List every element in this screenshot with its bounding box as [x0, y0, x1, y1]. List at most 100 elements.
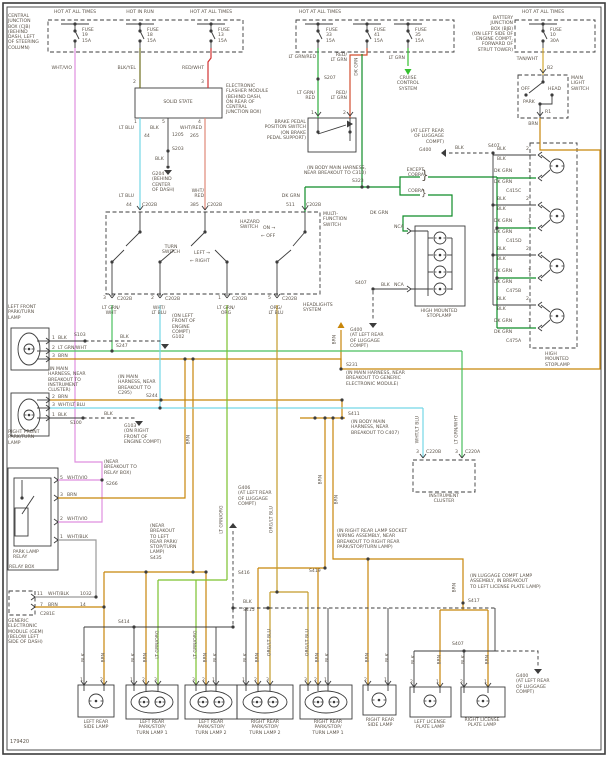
diagram-label: S103	[74, 333, 86, 338]
junction-dot	[183, 357, 187, 361]
diagram-label: LT GRN/WHT	[454, 415, 460, 445]
wire-blk	[540, 254, 551, 263]
diagram-label: 7	[40, 603, 43, 608]
junction-dot	[138, 22, 142, 26]
main-light-switch-label: MAIN LIGHT SWITCH	[571, 76, 590, 92]
diagram-label: WHT/VIO	[67, 517, 88, 522]
diagram-label: BLK	[497, 147, 506, 152]
connector-icon	[254, 680, 259, 686]
connector-icon	[192, 680, 197, 686]
diagram-label: BRN	[67, 493, 77, 498]
wire-blk	[540, 319, 551, 329]
diagram-label: PARK	[523, 100, 535, 105]
connector-icon	[130, 680, 135, 686]
connector-icon	[215, 680, 220, 686]
diagram-label: LEFT →	[194, 251, 211, 256]
diagram-label: WHT/BLK	[48, 592, 70, 597]
connector-icon	[45, 355, 51, 360]
right-rear-pst2-label: RIGHT REAR PARK/STOP/ TURN LAMP 2	[249, 720, 281, 736]
connector-icon	[542, 68, 547, 74]
connector-icon	[537, 177, 543, 182]
connector-icon	[537, 174, 543, 179]
junction-dot	[83, 339, 87, 343]
diagram-label: NCA	[394, 225, 404, 230]
junction-dot	[406, 22, 410, 26]
bulb-filament	[201, 700, 205, 704]
wire-vio	[58, 480, 103, 523]
diagram-label: C202B	[117, 297, 133, 302]
diagram-label: 2	[526, 147, 529, 152]
diagram-label: 1	[384, 678, 387, 683]
connector-icon	[195, 680, 200, 686]
bulb-filament	[271, 700, 275, 704]
diagram-label: (IN LUGGAGE COMPT LAMP ASSEMBLY, IN BREA…	[470, 574, 541, 590]
connector-icon	[154, 680, 159, 686]
connector-icon	[30, 606, 36, 611]
junction-dot	[275, 590, 279, 594]
left-rear-pst1-box	[125, 684, 179, 720]
diagram-label: 1	[528, 219, 531, 224]
connector-icon	[439, 682, 444, 688]
diagram-label: LT GRN	[388, 56, 405, 61]
diagram-label: 1	[134, 120, 137, 125]
diagram-label: 511	[286, 203, 295, 208]
diagram-label: (NEAR BREAKOUT TO RELAY BOX)	[104, 460, 137, 476]
diagram-label: EXCEPT COBRA	[406, 168, 424, 179]
connector-icon	[406, 227, 412, 232]
diagram-label: 2	[52, 346, 55, 351]
connector-icon	[53, 476, 59, 481]
junction-dot	[313, 416, 317, 420]
diagram-label: DK GRN	[494, 169, 513, 174]
diagram-label: DK GRN	[494, 280, 513, 285]
connector-icon	[301, 205, 306, 211]
connector-icon	[205, 680, 210, 686]
diagram-label: C415D	[506, 239, 522, 244]
fuse-35: FUSE 35 15A	[415, 28, 427, 44]
connector-icon	[406, 288, 412, 293]
wire-blk	[540, 169, 551, 179]
junction-dot	[316, 22, 320, 26]
ground-icon	[534, 669, 542, 674]
diagram-label: 2	[100, 678, 103, 683]
connector-icon	[537, 327, 543, 332]
diagram-label: BLK	[58, 413, 67, 418]
diagram-label: LT GRN/ORG	[219, 505, 225, 534]
junction-dot	[365, 22, 369, 26]
junction-dot	[203, 230, 207, 234]
high-mount-left-box	[414, 225, 466, 307]
connector-icon	[367, 680, 372, 686]
connector-icon	[156, 293, 161, 299]
junction-dot	[266, 606, 270, 610]
connector-icon	[537, 151, 543, 156]
diagram-label: 1	[218, 296, 221, 301]
diagram-label: C220B	[426, 450, 442, 455]
connector-icon	[53, 479, 59, 484]
junction-dot	[159, 398, 163, 402]
junction-dot	[316, 130, 320, 134]
connector-icon	[536, 111, 541, 117]
junction-dot	[495, 276, 499, 280]
diagram-label: 3	[60, 493, 63, 498]
diagram-label: 2	[526, 197, 529, 202]
diagram-label: 2	[142, 678, 145, 683]
diagram-label: ORG/ LT BLU	[268, 306, 284, 317]
flasher-module-label: ELECTRONIC FLASHER MODULE (BEHIND DASH, …	[226, 84, 269, 116]
connector-icon	[133, 680, 138, 686]
left-front-lamp-label: LEFT FRONT PARK/TURN LAMP	[8, 305, 36, 321]
wire-red	[207, 48, 212, 88]
diagram-label: LT GRN/ORG	[193, 630, 199, 659]
connector-icon	[45, 358, 51, 363]
diagram-label: LT GRN/ORG	[155, 630, 161, 659]
diagram-label: 1	[311, 111, 314, 116]
diagram-label: BRN	[332, 334, 338, 345]
diagram-label: DK GRN	[494, 230, 513, 235]
diagram-label: BLK	[81, 653, 87, 663]
diagram-label: 1032	[80, 592, 92, 597]
junction-dot	[491, 253, 495, 257]
fusebox-c	[295, 19, 455, 53]
junction-dot	[323, 566, 327, 570]
connector-icon	[327, 680, 332, 686]
connector-icon	[436, 682, 441, 688]
wire-blk	[125, 231, 141, 247]
connector-icon	[537, 304, 543, 309]
